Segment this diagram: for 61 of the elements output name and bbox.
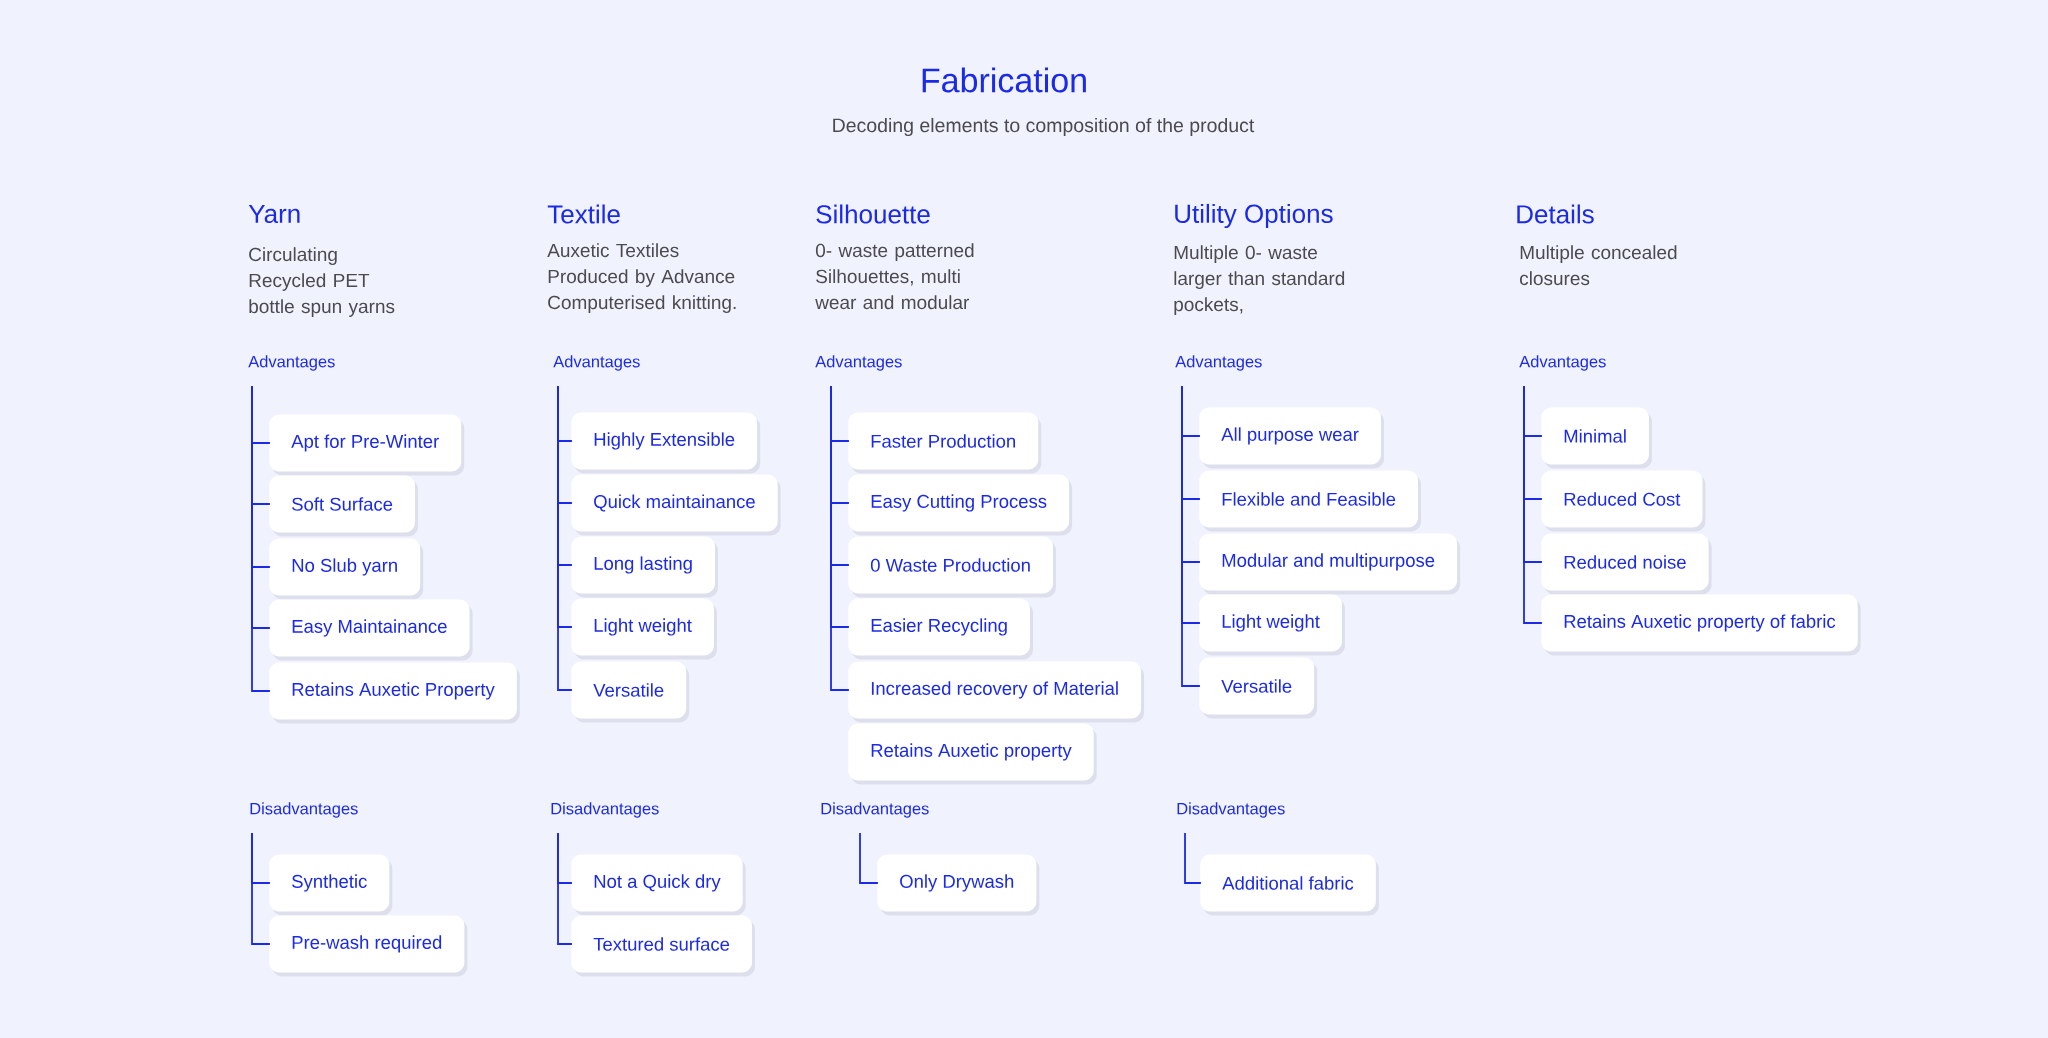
- item-box: Retains Auxetic property: [848, 723, 1097, 785]
- item-box: Flexible and Feasible: [1199, 470, 1422, 532]
- item-box: Apt for Pre-Winter: [269, 414, 465, 476]
- column-heading: Silhouette: [816, 204, 930, 224]
- section-label: Disadvantages: [250, 802, 358, 818]
- item-box: Synthetic: [269, 854, 393, 916]
- section-label: Disadvantages: [551, 802, 659, 818]
- section-label: Advantages: [553, 355, 640, 371]
- item-box: Light weight: [1199, 594, 1345, 656]
- item-box: Increased recovery of Material: [848, 661, 1145, 723]
- tree-connector: [1181, 386, 1200, 687]
- item-box: Light weight: [571, 598, 717, 660]
- item-box: Versatile: [1199, 657, 1318, 719]
- item-box: Modular and multipurpose: [1199, 533, 1461, 595]
- section-label: Advantages: [248, 355, 335, 371]
- tree-connector: [830, 386, 849, 691]
- description-text: Auxetic Textiles Produced by Advance Computerised knitting.: [547, 243, 736, 313]
- tree-connector: [1523, 386, 1542, 624]
- description-text: Multiple concealed closures: [1520, 245, 1677, 286]
- item-box: Pre-wash required: [269, 915, 468, 977]
- item-box: Versatile: [571, 661, 690, 723]
- column-heading: Details: [1517, 204, 1594, 224]
- item-box: Easy Cutting Process: [848, 474, 1073, 536]
- item-box: Easier Recycling: [848, 598, 1033, 660]
- section-label: Disadvantages: [821, 802, 929, 818]
- item-box: Reduced noise: [1541, 533, 1712, 595]
- item-box: Only Drywash: [877, 854, 1040, 916]
- tree-connector: [1184, 833, 1201, 884]
- item-box: Highly Extensible: [571, 412, 761, 474]
- item-box: Easy Maintainance: [269, 599, 473, 661]
- column-heading: Textile: [547, 204, 620, 224]
- item-box: Retains Auxetic property of fabric: [1541, 594, 1861, 656]
- tree-connector: [557, 833, 572, 945]
- item-box: Long lasting: [571, 536, 718, 598]
- column-heading: Utility Options: [1175, 203, 1333, 229]
- item-box: Retains Auxetic Property: [269, 662, 520, 724]
- item-box: 0 Waste Production: [848, 536, 1056, 598]
- item-box: Textured surface: [571, 915, 755, 977]
- tree-connector: [251, 386, 270, 692]
- item-box: All purpose wear: [1199, 407, 1384, 469]
- description-text: 0- waste patterned Silhouettes, multi wear and modular: [815, 243, 974, 310]
- item-box: Minimal: [1541, 407, 1652, 469]
- title: Fabrication: [922, 67, 1086, 93]
- column-heading: Yarn: [248, 204, 300, 224]
- item-box: Additional fabric: [1200, 854, 1379, 916]
- item-box: Soft Surface: [269, 475, 418, 537]
- item-box: No Slub yarn: [269, 538, 424, 600]
- item-box: Faster Production: [848, 412, 1042, 474]
- section-label: Advantages: [815, 355, 902, 371]
- item-box: Quick maintainance: [571, 474, 781, 536]
- subtitle: Decoding elements to composition of the product: [833, 117, 1255, 137]
- item-box: Reduced Cost: [1541, 470, 1706, 532]
- tree-connector: [859, 833, 878, 884]
- description-text: Multiple 0- waste larger than standard pockets,: [1174, 245, 1345, 315]
- item-box: Not a Quick dry: [571, 854, 746, 916]
- tree-connector: [557, 386, 572, 691]
- description-text: Circulating Recycled PET bottle spun yarns: [249, 247, 395, 317]
- section-label: Disadvantages: [1177, 802, 1285, 818]
- section-label: Advantages: [1175, 355, 1262, 371]
- section-label: Advantages: [1519, 355, 1606, 371]
- tree-connector: [251, 833, 270, 945]
